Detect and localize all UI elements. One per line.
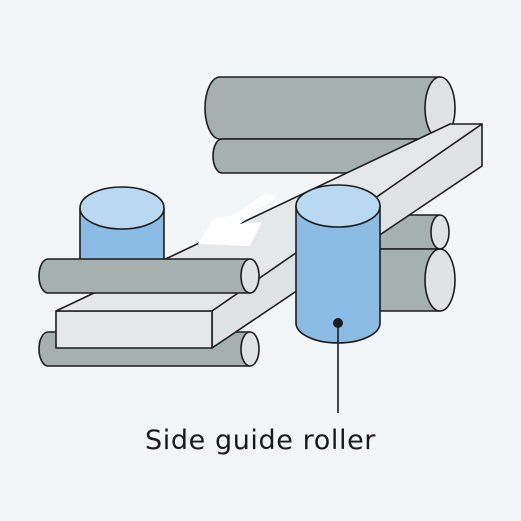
upper-back-roller — [204, 76, 456, 140]
front-left-roller — [38, 258, 260, 294]
side-guide-roller-label: Side guide roller — [145, 425, 376, 456]
left-side-guide-roller — [79, 186, 165, 267]
arrow-icon — [198, 194, 277, 246]
front-side-guide-roller — [295, 184, 381, 344]
plate-front-face — [55, 310, 213, 349]
callout-leader — [333, 318, 343, 413]
